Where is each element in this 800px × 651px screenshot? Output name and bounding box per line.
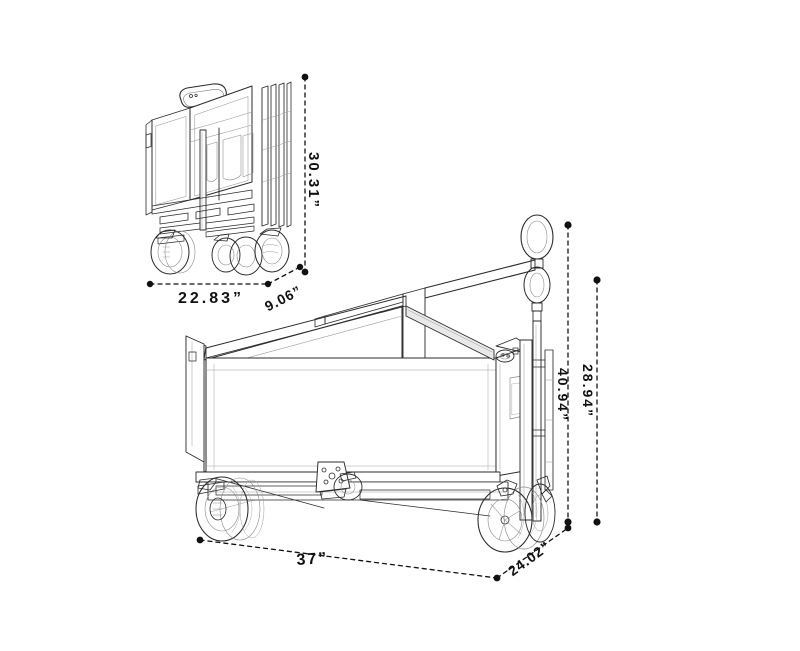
folded-lower-slats <box>151 189 255 245</box>
dimension-label-folded-height: 30.31” <box>305 152 322 210</box>
underframe <box>195 471 509 517</box>
dimension-label-folded-width: 22.83” <box>178 290 245 307</box>
rear-wheels <box>477 475 556 553</box>
dimline-open-depth <box>496 527 569 579</box>
dimension-label-open-length: 37” <box>296 549 329 569</box>
dimension-endpoints <box>146 73 601 582</box>
dimline-open-length <box>199 539 498 579</box>
folded-wagon-view <box>145 81 292 276</box>
front-fabric-panel <box>205 357 497 477</box>
folded-frame-bars <box>261 81 292 228</box>
rear-inner-wheel <box>333 471 363 501</box>
unfolded-wagon-view <box>185 214 556 553</box>
dimension-label-open-body-height: 28.94” <box>580 364 596 419</box>
front-left-wheel <box>195 476 265 542</box>
dimension-lines <box>149 76 598 579</box>
dimension-label-open-handle-height: 40.94” <box>555 368 571 423</box>
pull-handle-loop <box>520 214 554 322</box>
folded-wheels <box>150 227 290 276</box>
dimline-folded-depth <box>267 266 301 285</box>
